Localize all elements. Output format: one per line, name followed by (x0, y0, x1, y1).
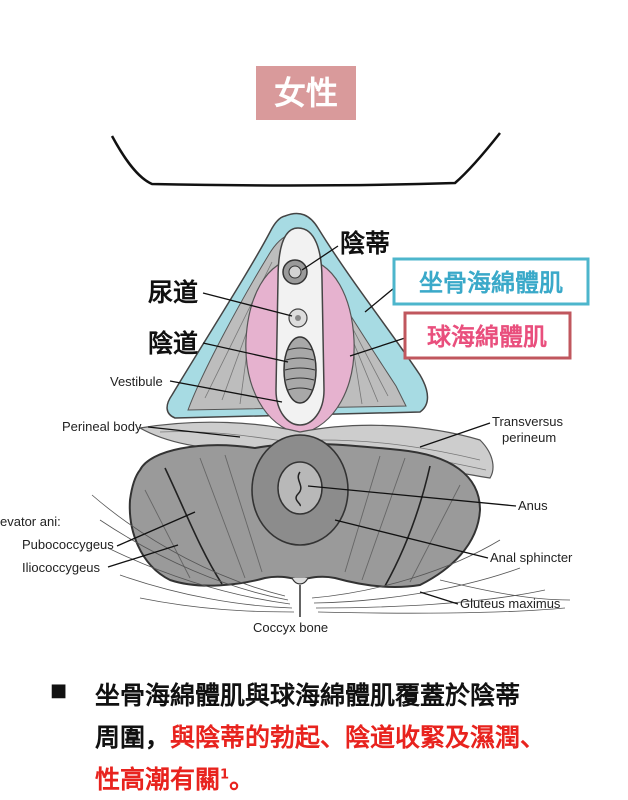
pointer-anus (307, 485, 517, 507)
rugae-line (285, 377, 315, 381)
caption-line-1-text: 坐骨海綿體肌與球海綿體肌覆蓋於陰蒂 (95, 681, 521, 710)
caption-line-2-black: 周圍， (95, 723, 171, 752)
pointer-ischiocavernosus (364, 287, 395, 313)
label-pubococcygeus: Pubococcygeus (22, 537, 114, 552)
urethra-opening (295, 315, 301, 321)
caption-bullet: ■ (50, 680, 68, 701)
label-iliococcygeus: Iliococcygeus (22, 560, 101, 575)
muscle-fiber (439, 579, 571, 601)
muscle-fiber (139, 597, 295, 613)
muscle-fiber (224, 454, 263, 573)
caption-line-1: 坐骨海綿體肌與球海綿體肌覆蓋於陰蒂 (95, 676, 520, 712)
pointer-urethra (202, 292, 293, 317)
label-urethra: 尿道 (148, 278, 198, 307)
label-gluteus-maximus: Gluteus maximus (460, 596, 561, 611)
pointer-gluteus (419, 591, 459, 605)
muscle-fiber (315, 589, 546, 609)
body-outline (110, 132, 501, 187)
rugae-line (287, 347, 313, 351)
caption-line-3-red: 性高潮有關 (95, 765, 221, 794)
muscle-fiber (91, 494, 286, 597)
label-anal-sphincter: Anal sphincter (490, 550, 573, 565)
clitoris-glans (288, 265, 302, 279)
muscle-fiber (317, 607, 566, 614)
ischiocavernosus-label-box (392, 257, 590, 306)
pointer-anal-sphincter (334, 519, 489, 559)
label-coccyx-bone: Coccyx bone (253, 620, 328, 635)
label-vagina: 陰道 (148, 329, 198, 358)
muscle-fiber (311, 539, 501, 599)
coccyx (291, 577, 309, 585)
muscle-fiber (99, 519, 289, 601)
rugae-line (284, 367, 316, 371)
caption-line-3-end: 。 (229, 765, 255, 794)
pelvic-floor-diagram: 陰蒂 尿道 陰道 坐骨海綿體肌 球海綿體肌 Vestibule Perineal… (0, 132, 590, 635)
muscle-fiber (159, 431, 291, 443)
anus-opening (295, 471, 302, 507)
pointer-iliococcygeus (107, 544, 179, 568)
pointer-lines (107, 245, 517, 617)
vagina (283, 336, 317, 404)
label-levator-ani: evator ani: (0, 514, 61, 529)
label-anus: Anus (518, 498, 548, 513)
pointer-vestibule (169, 380, 283, 403)
vaginal-rugae (284, 347, 316, 391)
lobe-divider (384, 465, 431, 587)
muscle-fiber (119, 574, 293, 609)
muscle-fiber (144, 489, 191, 579)
caption-line-2-red: 與陰蒂的勃起、陰道收緊及濕潤、 (170, 723, 546, 752)
rugae-line (285, 357, 315, 361)
muscle-fiber (344, 455, 381, 573)
caption-line-3: 性高潮有關1。 (95, 760, 254, 796)
gluteus-fibers (91, 494, 571, 614)
label-transversus-2: perineum (502, 430, 556, 445)
label-clitoris: 陰蒂 (340, 229, 390, 258)
rugae-line (287, 387, 313, 391)
muscle-fiber (313, 567, 521, 604)
pointer-perineal-body (147, 426, 241, 438)
bulbospongiosus-label-box (403, 311, 572, 360)
pointer-bulbospongiosus (349, 337, 406, 357)
label-ischiocavernosus: 坐骨海綿體肌 (419, 269, 563, 297)
label-bulbospongiosus: 球海綿體肌 (427, 323, 547, 351)
label-vestibule: Vestibule (110, 374, 163, 389)
pointer-transversus (419, 422, 491, 448)
pointer-pubococcygeus (116, 511, 196, 547)
muscle-fiber (199, 457, 246, 579)
anus (277, 461, 323, 515)
label-transversus-1: Transversus (492, 414, 564, 429)
caption-line-2: 周圍，與陰蒂的勃起、陰道收緊及濕潤、 (95, 718, 545, 754)
title-badge: 女性 (256, 66, 356, 120)
muscle-fiber (409, 484, 461, 583)
muscle-fiber (361, 457, 406, 581)
muscle-fiber (319, 439, 481, 461)
pointer-vagina (202, 342, 289, 363)
caption-footnote-marker: 1 (220, 767, 230, 783)
muscle-fiber (107, 547, 291, 605)
label-perineal-body: Perineal body (62, 419, 142, 434)
pointer-clitoris (301, 245, 339, 271)
